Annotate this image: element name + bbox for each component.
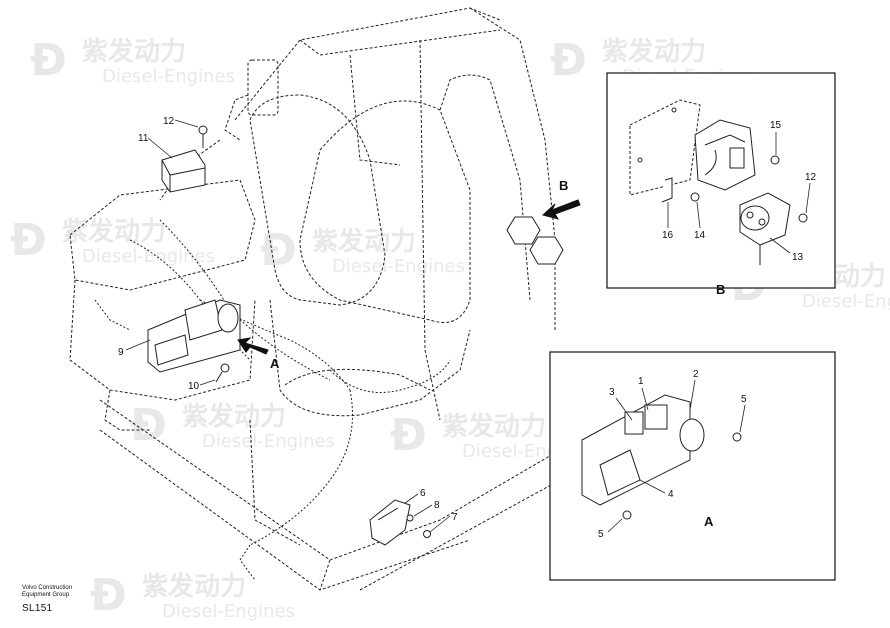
company-line-2: Equipment Group bbox=[22, 592, 70, 598]
watermark-brand-en: Diesel-Engines bbox=[102, 66, 235, 87]
callout-14: 14 bbox=[694, 230, 706, 241]
view-b-marker bbox=[506, 216, 564, 265]
callout-3: 3 bbox=[609, 387, 615, 398]
watermark-brand-cn: 紫发动力 bbox=[442, 411, 546, 442]
drawing-code: SL151 bbox=[22, 603, 53, 614]
callout-15: 15 bbox=[770, 120, 782, 131]
callout-1: 1 bbox=[638, 376, 644, 387]
callout-13: 13 bbox=[792, 252, 804, 263]
watermark-tile: Ð 紫发动力 Diesel-Engines bbox=[30, 35, 235, 87]
watermark-tile: Ð 紫发动力 Diesel-Engines bbox=[10, 215, 215, 267]
detail-b-bracket-16 bbox=[661, 177, 673, 203]
detail-b-bracket bbox=[629, 99, 701, 196]
drawing-footer: Volvo Construction Equipment Group SL151 bbox=[22, 585, 72, 614]
view-b-label: B bbox=[559, 178, 568, 193]
part-10-bolt bbox=[215, 363, 230, 383]
callout-5-lower: 5 bbox=[598, 529, 604, 540]
callout-12-b: 12 bbox=[805, 172, 817, 183]
watermark-brand-cn: 紫发动力 bbox=[62, 216, 166, 247]
part-7-bolt bbox=[423, 530, 431, 538]
watermark-brand-en: Diesel-Engines bbox=[82, 246, 215, 267]
detail-b-leaders bbox=[667, 132, 811, 254]
part-9-control-unit bbox=[147, 299, 241, 373]
watermark-brand-cn: 紫发动力 bbox=[82, 36, 186, 67]
watermark-brand-cn: 紫发动力 bbox=[312, 226, 416, 257]
watermark-tile: Ð 紫发动力 Diesel-Engines bbox=[90, 570, 295, 622]
watermark-brand-en: Diesel-Engines bbox=[332, 256, 465, 277]
callout-9: 9 bbox=[118, 347, 124, 358]
detail-b-solenoid bbox=[739, 192, 791, 265]
watermark-logo-icon: Ð bbox=[10, 215, 47, 266]
detail-a-bolts bbox=[622, 432, 742, 520]
view-b-arrow bbox=[541, 199, 581, 220]
cab-frame bbox=[69, 7, 561, 591]
watermark-brand-cn: 紫发动力 bbox=[142, 571, 246, 602]
view-a-label: A bbox=[270, 356, 280, 371]
detail-b-bolts bbox=[637, 107, 808, 223]
watermark-brand-en: Diesel-Engines bbox=[802, 291, 890, 312]
view-a-arrow bbox=[237, 337, 269, 355]
callout-7: 7 bbox=[452, 512, 458, 523]
detail-a-leaders bbox=[607, 379, 746, 533]
detail-a-title: A bbox=[704, 514, 714, 529]
watermark-logo-icon: Ð bbox=[260, 225, 297, 276]
callout-10: 10 bbox=[188, 381, 200, 392]
watermark-tile: Ð 紫发动力 Diesel-Engines bbox=[260, 225, 465, 277]
part-11-relay bbox=[161, 149, 206, 193]
watermark-brand-cn: 紫发动力 bbox=[182, 401, 286, 432]
main-leaders bbox=[125, 119, 451, 533]
watermark-brand-en: Diesel-Engines bbox=[162, 601, 295, 622]
callout-5: 5 bbox=[741, 394, 747, 405]
callout-6: 6 bbox=[420, 488, 426, 499]
callout-4: 4 bbox=[668, 489, 674, 500]
detail-b-relay-assembly bbox=[694, 119, 756, 191]
part-6-bracket bbox=[369, 499, 411, 546]
watermark-logo-icon: Ð bbox=[550, 35, 587, 86]
watermark-brand-en: Diesel-Engines bbox=[202, 431, 335, 452]
part-12-bolt bbox=[198, 125, 208, 148]
company-line-1: Volvo Construction bbox=[22, 585, 73, 591]
watermark-logo-icon: Ð bbox=[390, 410, 427, 461]
watermark-logo-icon: Ð bbox=[130, 400, 167, 451]
detail-a-control-unit bbox=[581, 394, 705, 506]
detail-b-title: B bbox=[716, 282, 725, 297]
callout-12: 12 bbox=[163, 116, 175, 127]
callout-11: 11 bbox=[138, 133, 149, 144]
callout-8: 8 bbox=[434, 500, 440, 511]
callout-16: 16 bbox=[662, 230, 674, 241]
part-8-bolt bbox=[406, 514, 414, 522]
watermark-brand-cn: 紫发动力 bbox=[602, 36, 706, 67]
watermark-tile: Ð 紫发动力 Diesel-Engines bbox=[130, 400, 335, 452]
watermark-logo-icon: Ð bbox=[90, 570, 127, 621]
callout-2: 2 bbox=[693, 369, 699, 380]
watermark-logo-icon: Ð bbox=[30, 35, 67, 86]
